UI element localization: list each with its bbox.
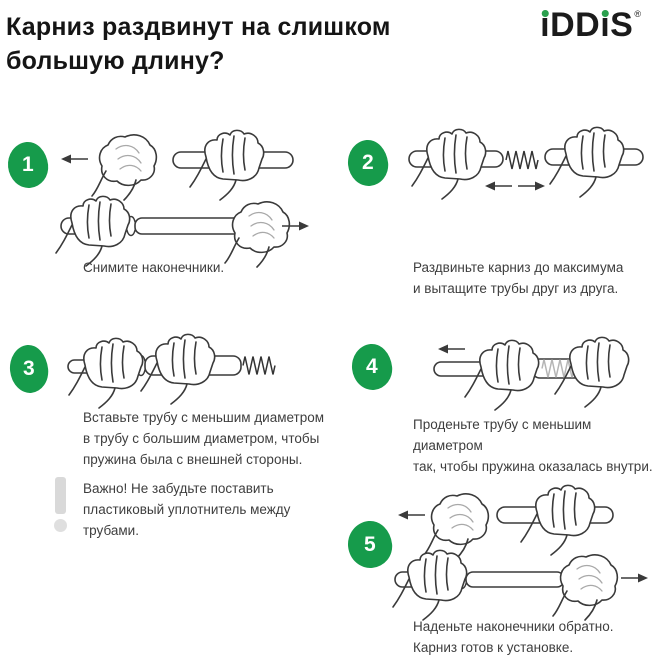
- page-title: Карниз раздвинут на слишком большую длин…: [6, 13, 391, 75]
- step-1-number: 1: [22, 153, 34, 176]
- arrow-left-icon: [397, 509, 426, 521]
- arrow-right-icon: [620, 572, 649, 584]
- step-3-illustration: [67, 333, 276, 409]
- step-2-number: 2: [362, 151, 374, 174]
- step-2-caption: Раздвиньте карниз до максимума и вытащит…: [413, 260, 624, 296]
- exclamation-dot-icon: [54, 519, 67, 532]
- step-2-badge: 2: [345, 138, 391, 188]
- step-5-illustration: [392, 484, 649, 621]
- rod-tube: [465, 571, 565, 588]
- spring-icon: [242, 355, 276, 376]
- hand-fist-cap-icon: [423, 493, 490, 560]
- arrow-right-icon: [517, 180, 546, 192]
- spring-icon: [505, 150, 539, 170]
- registered-trademark-icon: ®: [634, 9, 641, 19]
- step-4-number: 4: [366, 355, 378, 378]
- step-3-caption: Вставьте трубу с меньшим диаметром в тру…: [83, 410, 325, 467]
- step-4-caption: Проденьте трубу с меньшим диаметром так,…: [413, 417, 653, 474]
- arrow-left-icon: [484, 180, 513, 192]
- arrow-left-icon: [437, 343, 466, 355]
- step-2-illustration: [408, 126, 644, 200]
- step-4-badge: 4: [349, 342, 395, 392]
- hand-fist-cap-icon: [91, 134, 158, 201]
- step-1-caption: Снимите наконечники.: [83, 260, 225, 275]
- hand-fist-cap-icon: [552, 554, 619, 621]
- step-5-number: 5: [364, 532, 376, 556]
- step-3-number: 3: [23, 357, 35, 380]
- arrow-left-icon: [60, 153, 89, 165]
- step-1-badge: 1: [5, 140, 51, 190]
- step-4-illustration: [433, 336, 630, 411]
- step-5-caption: Наденьте наконечники обратно. Карниз гот…: [413, 619, 614, 655]
- exclamation-icon: [55, 477, 66, 514]
- step-3-badge: 3: [7, 343, 51, 395]
- step-1-illustration: [55, 129, 310, 268]
- warning-text: Важно! Не забудьте поставить пластиковый…: [83, 481, 291, 538]
